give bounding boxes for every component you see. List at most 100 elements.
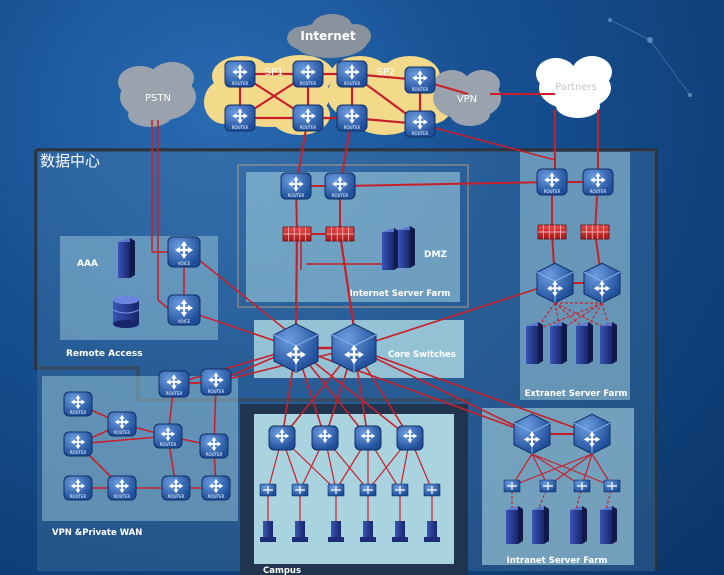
router-icon: ROUTER <box>153 423 183 449</box>
router-icon: ROUTER <box>224 104 256 132</box>
background-decoration <box>608 18 692 97</box>
router-icon: ROUTER <box>161 475 191 501</box>
hub-icon <box>423 483 441 497</box>
svg-text:ROUTER: ROUTER <box>544 189 561 194</box>
server-icon <box>532 506 549 544</box>
router-icon: ROUTER <box>582 168 614 196</box>
router-icon: ROUTER <box>336 60 368 88</box>
router-icon <box>354 425 382 451</box>
router-icon: ROUTER <box>404 110 436 138</box>
vpn-label: VPN <box>457 94 477 105</box>
hub-icon <box>327 483 345 497</box>
router-icon: ROUTER <box>63 431 93 457</box>
voice-router-icon: VOICE <box>167 294 201 326</box>
layer3-switch-icon <box>573 413 611 455</box>
pstn-cloud-icon <box>118 62 196 127</box>
hub-icon <box>539 479 557 493</box>
router-icon: ROUTER <box>107 411 137 437</box>
sp2-label: SP2 <box>377 67 396 78</box>
server-icon <box>550 322 567 364</box>
server-icon <box>576 322 593 364</box>
router-icon: ROUTER <box>224 60 256 88</box>
data-center-border <box>34 148 658 570</box>
workstation-icon <box>292 521 308 542</box>
router-icon: ROUTER <box>292 60 324 88</box>
svg-text:ROUTER: ROUTER <box>232 81 249 86</box>
svg-text:VOICE: VOICE <box>178 261 191 266</box>
internet-server-farm-outer <box>237 164 469 308</box>
svg-text:ROUTER: ROUTER <box>300 125 317 130</box>
labels: Internet PSTN SP1 SP2 VPN Partners 数据中心 … <box>40 29 628 575</box>
hub-icon <box>391 483 409 497</box>
svg-text:ROUTER: ROUTER <box>344 81 361 86</box>
firewall-icon <box>537 224 567 240</box>
hub-icon <box>573 479 591 493</box>
router-icon: ROUTER <box>404 66 436 94</box>
firewall-icon <box>580 224 610 240</box>
svg-text:ROUTER: ROUTER <box>208 494 225 499</box>
sp1-label: SP1 <box>265 67 284 78</box>
remote-access-label: Remote Access <box>66 349 143 359</box>
router-icon: ROUTER <box>199 433 229 459</box>
hub-icon <box>503 479 521 493</box>
hub-icon <box>291 483 309 497</box>
vpn-cloud-icon <box>433 70 501 126</box>
svg-text:ROUTER: ROUTER <box>232 125 249 130</box>
internet-server-farm-label: Internet Server Farm <box>350 289 451 299</box>
svg-text:ROUTER: ROUTER <box>288 193 305 198</box>
svg-text:ROUTER: ROUTER <box>166 391 183 396</box>
svg-text:ROUTER: ROUTER <box>300 81 317 86</box>
intranet-server-farm-label: Intranet Server Farm <box>507 556 608 566</box>
router-icon: ROUTER <box>200 368 232 396</box>
hub-icon <box>603 479 621 493</box>
router-icon: ROUTER <box>280 172 312 200</box>
svg-text:ROUTER: ROUTER <box>344 125 361 130</box>
svg-text:ROUTER: ROUTER <box>332 193 349 198</box>
voice-router-icon: VOICE <box>167 236 201 268</box>
router-icon <box>311 425 339 451</box>
vpn-private-wan-label: VPN &Private WAN <box>52 528 142 538</box>
server-icon <box>398 226 415 268</box>
svg-text:ROUTER: ROUTER <box>412 87 429 92</box>
core-switches-label: Core Switches <box>388 350 456 360</box>
campus-label: Campus <box>263 566 301 575</box>
server-icon <box>506 506 523 544</box>
workstation-icon <box>260 521 276 542</box>
svg-text:ROUTER: ROUTER <box>114 494 131 499</box>
server-icon <box>570 506 587 544</box>
router-icon: ROUTER <box>107 475 137 501</box>
firewall-icon <box>325 226 355 242</box>
extranet-server-farm-label: Extranet Server Farm <box>525 389 628 399</box>
svg-text:ROUTER: ROUTER <box>168 494 185 499</box>
devices: ROUTER ROUTER ROUTER ROUTER ROUTER ROUTER ROUT… <box>63 60 621 544</box>
server-icon <box>118 238 135 278</box>
router-icon: ROUTER <box>158 370 190 398</box>
svg-text:ROUTER: ROUTER <box>70 450 87 455</box>
router-icon: ROUTER <box>336 104 368 132</box>
partners-label: Partners <box>555 82 597 93</box>
pstn-label: PSTN <box>145 93 171 104</box>
partners-cloud-icon <box>536 56 612 118</box>
layer3-switch-icon <box>536 262 574 304</box>
router-icon: ROUTER <box>63 475 93 501</box>
router-icon: ROUTER <box>536 168 568 196</box>
aaa-label: AAA <box>77 259 98 269</box>
router-icon: ROUTER <box>63 391 93 417</box>
router-icon: ROUTER <box>324 172 356 200</box>
svg-text:ROUTER: ROUTER <box>590 189 607 194</box>
router-icon <box>396 425 424 451</box>
workstation-icon <box>392 521 408 542</box>
svg-text:ROUTER: ROUTER <box>412 131 429 136</box>
router-icon: ROUTER <box>201 475 231 501</box>
workstation-icon <box>328 521 344 542</box>
svg-text:ROUTER: ROUTER <box>206 452 223 457</box>
server-icon <box>600 322 617 364</box>
hub-icon <box>359 483 377 497</box>
layer3-switch-icon <box>583 262 621 304</box>
server-icon <box>526 322 543 364</box>
layer3-switch-icon <box>273 323 319 373</box>
layer3-switch-icon <box>331 323 377 373</box>
firewall-icon <box>282 226 312 242</box>
